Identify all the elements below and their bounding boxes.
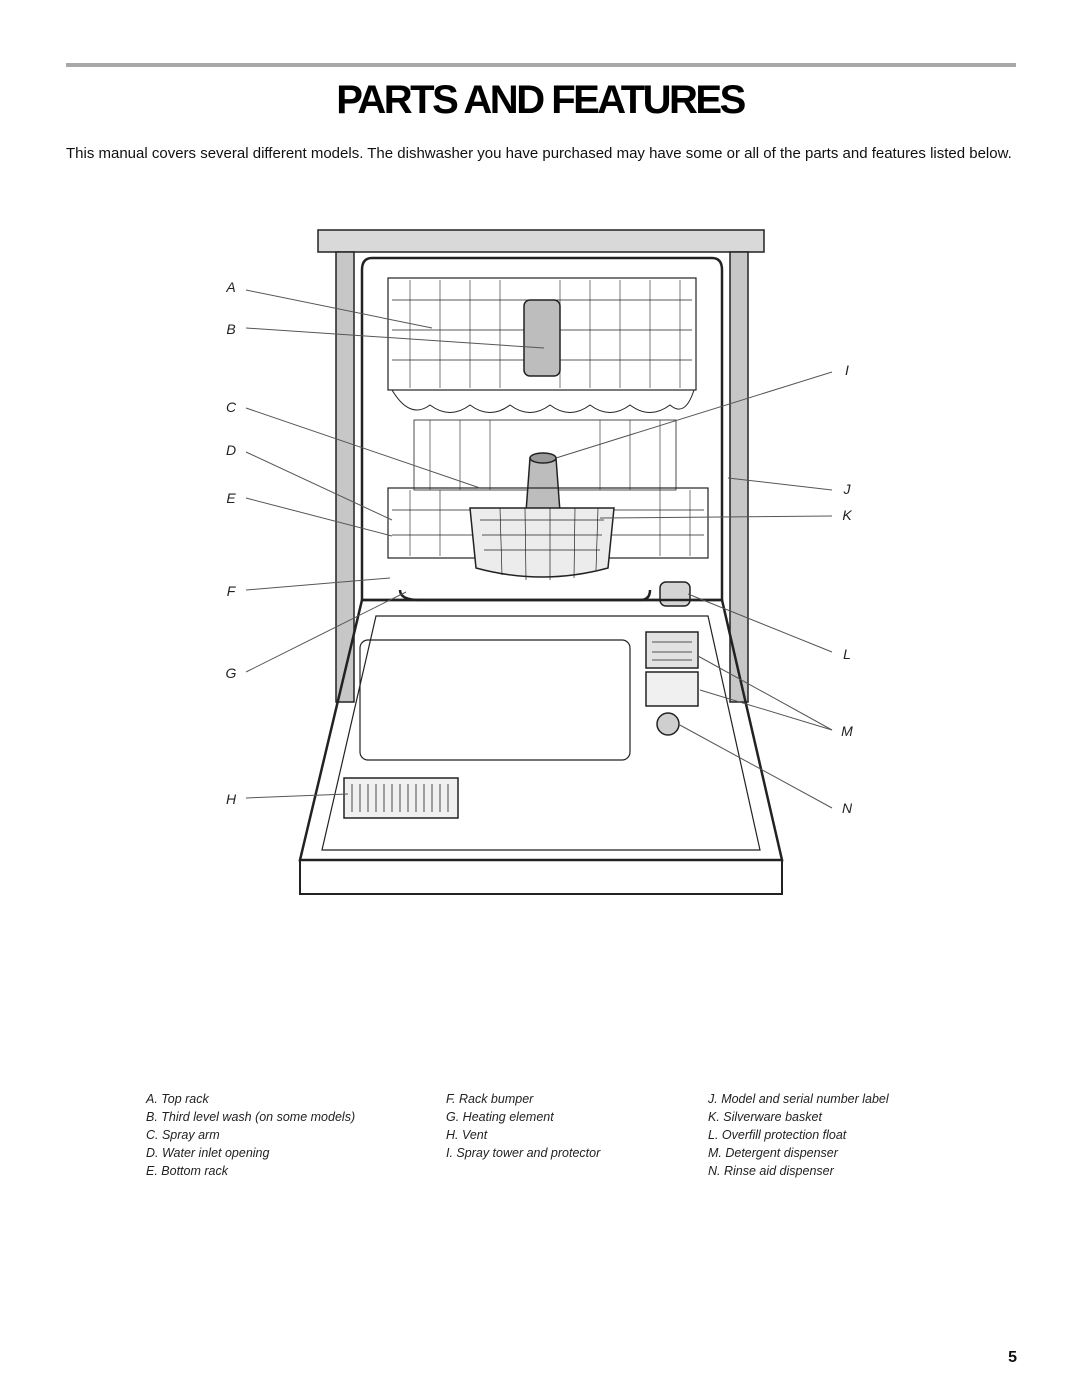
legend-item: E. Bottom rack (146, 1164, 228, 1178)
countertop (317, 229, 765, 253)
top-rack (387, 277, 697, 391)
overfill-float (659, 581, 691, 607)
callout-c: C (225, 399, 237, 415)
callout-m: M (841, 723, 853, 739)
legend-item: F. Rack bumper (446, 1092, 534, 1106)
legend-item: N. Rinse aid dispenser (708, 1164, 834, 1178)
third-level-wash (523, 299, 561, 377)
spray-tower (525, 457, 561, 513)
legend-item: L. Overfill protection float (708, 1128, 847, 1142)
door-panel (359, 639, 631, 761)
top-rule (66, 63, 1016, 67)
kick-plate (299, 859, 783, 895)
legend-column-2: F. Rack bumper G. Heating element H. Ven… (446, 1090, 600, 1162)
intro-paragraph: This manual covers several different mod… (66, 145, 1012, 162)
legend-item: I. Spray tower and protector (446, 1146, 601, 1160)
callout-d: D (225, 442, 237, 458)
legend-item: J. Model and serial number label (708, 1092, 889, 1106)
legend-item: B. Third level wash (on some models) (146, 1110, 356, 1124)
callout-l: L (843, 646, 851, 662)
callout-f: F (226, 583, 236, 599)
leader-lines (245, 289, 833, 809)
page-title: PARTS AND FEATURES (336, 78, 746, 122)
callout-a: A (226, 279, 236, 295)
legend-column-1: A. Top rack B. Third level wash (on some… (146, 1090, 355, 1180)
page-number: 5 (1008, 1349, 1017, 1366)
legend-item: D. Water inlet opening (146, 1146, 270, 1160)
rinse-aid-dispenser (656, 712, 680, 736)
legend-item: A. Top rack (146, 1092, 209, 1106)
dishwasher-diagram (245, 229, 833, 895)
legend-column-3: J. Model and serial number label K. Silv… (708, 1090, 889, 1180)
vent (343, 777, 459, 819)
callout-k: K (842, 507, 852, 523)
callout-j: J (843, 481, 851, 497)
legend-item: M. Detergent dispenser (708, 1146, 838, 1160)
legend-item: G. Heating element (446, 1110, 554, 1124)
legend-item: C. Spray arm (146, 1128, 220, 1142)
callout-e: E (226, 490, 236, 506)
callout-i: I (845, 362, 849, 378)
door-outline (298, 598, 784, 862)
callout-n: N (841, 800, 853, 816)
silverware-basket (469, 507, 615, 578)
detergent-dispenser (645, 631, 699, 669)
legend-item: K. Silverware basket (708, 1110, 822, 1124)
legend-item: H. Vent (446, 1128, 488, 1142)
right-cabinet-side (729, 251, 749, 703)
callout-b: B (226, 321, 236, 337)
heating-element (398, 589, 652, 602)
callout-h: H (225, 791, 237, 807)
left-cabinet-side (335, 251, 355, 703)
callout-g: G (225, 665, 237, 681)
